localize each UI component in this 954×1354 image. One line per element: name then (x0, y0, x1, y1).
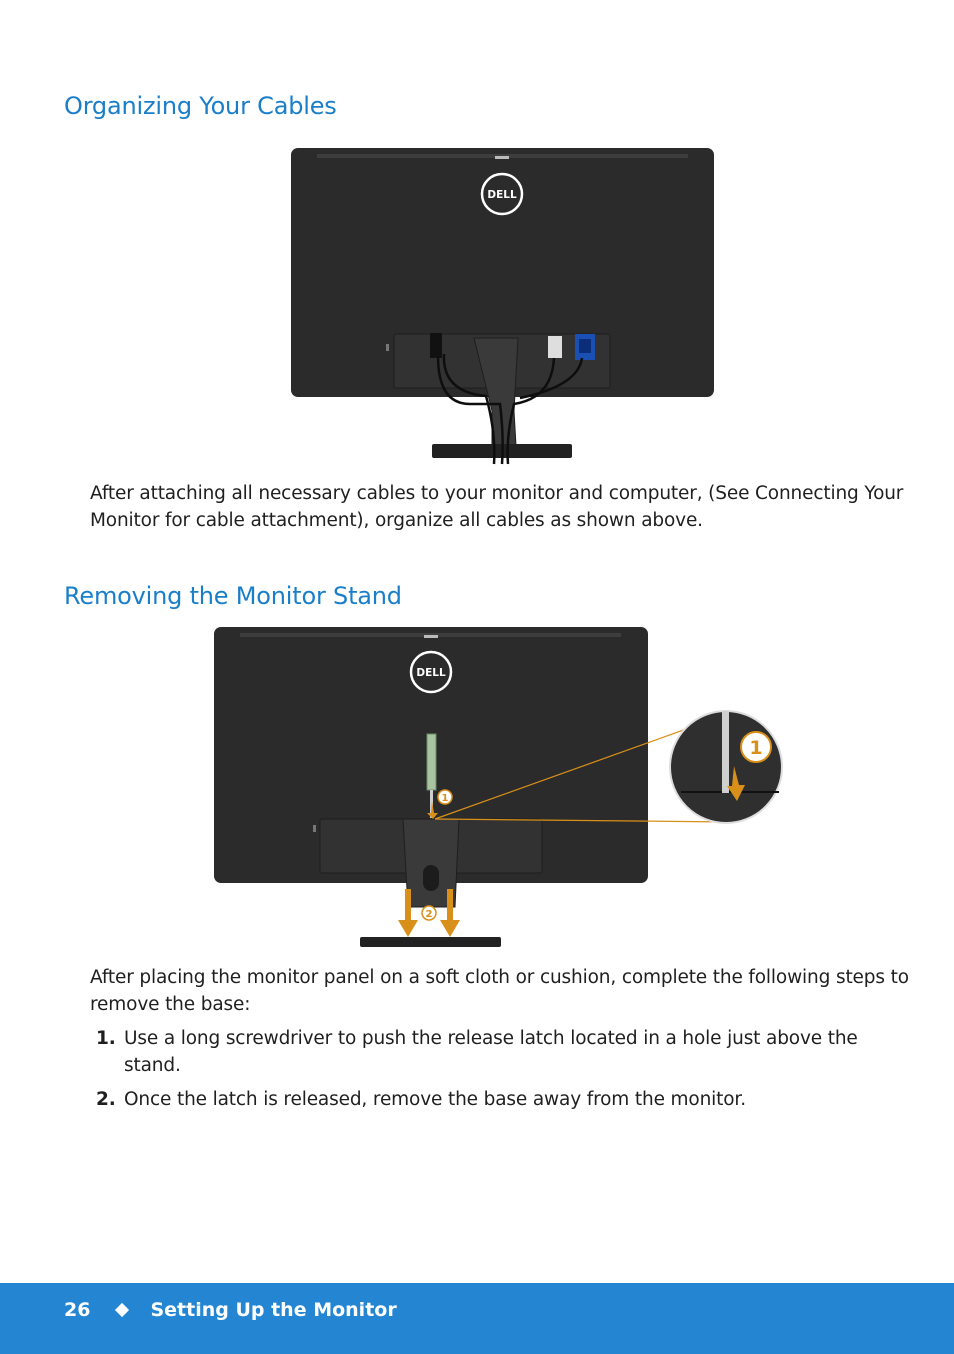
section-heading-removing-stand: Removing the Monitor Stand (64, 582, 402, 610)
step-number: 2. (96, 1089, 116, 1110)
svg-text:1: 1 (749, 737, 762, 759)
diamond-icon (115, 1302, 130, 1318)
down-arrow-icon (398, 889, 418, 937)
step-number: 1. (96, 1028, 116, 1049)
down-arrow-icon (440, 889, 460, 937)
monitor-stand-removal-illustration: DELL 1 1 2 (214, 627, 783, 947)
section-heading-organizing-cables: Organizing Your Cables (64, 92, 337, 120)
list-item: 1. Use a long screwdriver to push the re… (90, 1025, 920, 1079)
monitor-cables-illustration: DELL (291, 148, 714, 465)
svg-text:DELL: DELL (487, 189, 517, 201)
page-footer: 26 Setting Up the Monitor (0, 1283, 954, 1354)
removal-steps-list: 1. Use a long screwdriver to push the re… (90, 1025, 920, 1113)
dell-logo-icon: DELL (409, 650, 453, 694)
step-text: Use a long screwdriver to push the relea… (124, 1028, 858, 1076)
zoom-detail-inset: 1 (669, 710, 783, 824)
dell-logo-icon: DELL (480, 172, 524, 216)
cables-instructions-text: After attaching all necessary cables to … (90, 483, 904, 531)
stand-removal-intro-text: After placing the monitor panel on a sof… (90, 967, 909, 1015)
page-number: 26 (64, 1299, 91, 1321)
svg-text:2: 2 (426, 909, 433, 920)
list-item: 2. Once the latch is released, remove th… (90, 1086, 920, 1113)
svg-text:1: 1 (442, 793, 449, 804)
footer-section-title: Setting Up the Monitor (150, 1299, 397, 1321)
screwdriver-icon (426, 733, 437, 818)
step-text: Once the latch is released, remove the b… (124, 1089, 746, 1110)
push-arrow-icon (427, 801, 438, 819)
svg-text:DELL: DELL (416, 667, 446, 679)
